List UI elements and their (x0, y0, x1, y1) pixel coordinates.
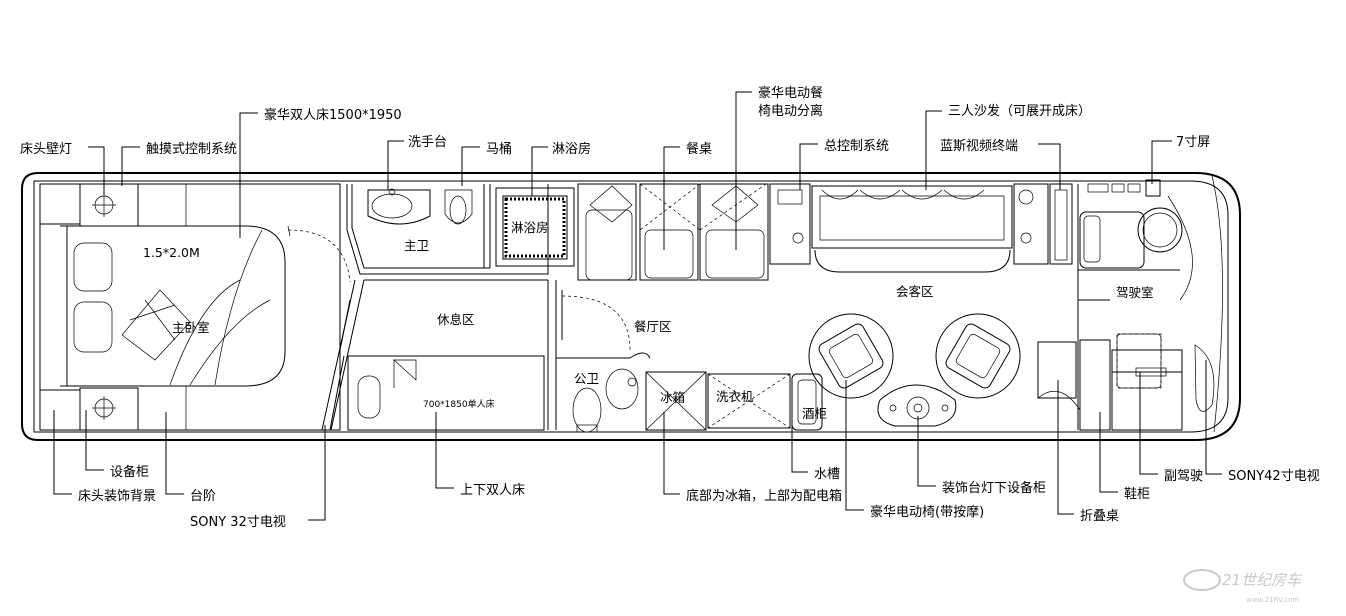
callout-sink: 水槽 (814, 467, 840, 482)
callout-luxury-bed: 豪华双人床1500*1950 (264, 107, 402, 123)
bed-size-label: 1.5*2.0M (143, 245, 200, 260)
master-bedroom: 1.5*2.0M 主卧室 (39, 183, 351, 431)
callout-luxury-chair: 豪华电动椅(带按摩) (870, 504, 984, 520)
watermark-logo-icon (1183, 569, 1221, 591)
callout-dining-table: 餐桌 (686, 141, 712, 157)
dining-area: 餐厅区 公卫 冰箱 洗衣机 酒柜 (547, 183, 827, 433)
callout-screen7: 7寸屏 (1176, 135, 1210, 150)
callout-step: 台阶 (190, 489, 216, 504)
callout-toilet: 马桶 (486, 142, 512, 157)
single-bed-label: 700*1850单人床 (423, 398, 495, 410)
master-bathroom: 主卫 淋浴房 (346, 184, 575, 275)
callout-folding-table: 折叠桌 (1080, 509, 1119, 524)
vehicle-outline (21, 172, 1241, 441)
master-bedroom-label: 主卧室 (172, 320, 210, 335)
callout-headboard-bg: 床头装饰背景 (78, 489, 156, 504)
callout-touch-control: 触摸式控制系统 (146, 142, 237, 157)
living-area: 会客区 (769, 183, 1081, 427)
wine-cabinet-label: 酒柜 (802, 406, 827, 421)
callout-bedside-lamp: 床头壁灯 (20, 142, 72, 157)
washer-label: 洗衣机 (716, 389, 754, 404)
callout-shoe-cabinet: 鞋柜 (1124, 486, 1150, 502)
dining-area-label: 餐厅区 (634, 319, 672, 334)
lounge-area: 休息区 700*1850单人床 (321, 279, 548, 431)
lounge-label: 休息区 (437, 312, 475, 327)
callout-sofa: 三人沙发（可展开成床） (948, 103, 1091, 119)
master-bath-label: 主卫 (404, 238, 429, 253)
callout-bluesky-terminal: 蓝斯视频终端 (940, 138, 1018, 154)
callout-sony42: SONY42寸电视 (1228, 469, 1320, 484)
public-wc-label: 公卫 (574, 371, 599, 386)
watermark: 21世纪房车 www.21RV.com (1183, 569, 1303, 604)
callout-equipment-cabinet: 设备柜 (110, 464, 149, 480)
callout-fridge-note: 底部为冰箱，上部为配电箱 (686, 488, 842, 504)
top-callouts: 床头壁灯 触摸式控制系统 豪华双人床1500*1950 洗手台 马桶 淋浴房 餐… (20, 85, 1210, 250)
callout-dining-chair-line2: 椅电动分离 (758, 103, 823, 119)
shower-room-label: 淋浴房 (511, 220, 549, 235)
fridge-label: 冰箱 (660, 390, 685, 405)
callout-master-control: 总控制系统 (824, 139, 889, 154)
callout-sony32: SONY 32寸电视 (190, 515, 286, 530)
callout-deco-cabinet: 装饰台灯下设备柜 (942, 480, 1046, 496)
watermark-brand: 21世纪房车 (1222, 571, 1303, 589)
bottom-callouts: 设备柜 床头装饰背景 台阶 SONY 32寸电视 上下双人床 底部为冰箱，上部为… (53, 372, 1320, 530)
callout-wash-basin: 洗手台 (408, 135, 447, 150)
callout-codriver: 副驾驶 (1164, 469, 1203, 484)
cockpit: 驾驶室 (1077, 179, 1215, 431)
watermark-url: www.21RV.com (1246, 596, 1299, 604)
cockpit-label: 驾驶室 (1116, 285, 1154, 300)
callout-shower: 淋浴房 (552, 141, 591, 157)
callout-bunk-bed: 上下双人床 (460, 483, 525, 498)
living-room-label: 会客区 (896, 284, 934, 299)
callout-dining-chair-line1: 豪华电动餐 (758, 85, 823, 101)
